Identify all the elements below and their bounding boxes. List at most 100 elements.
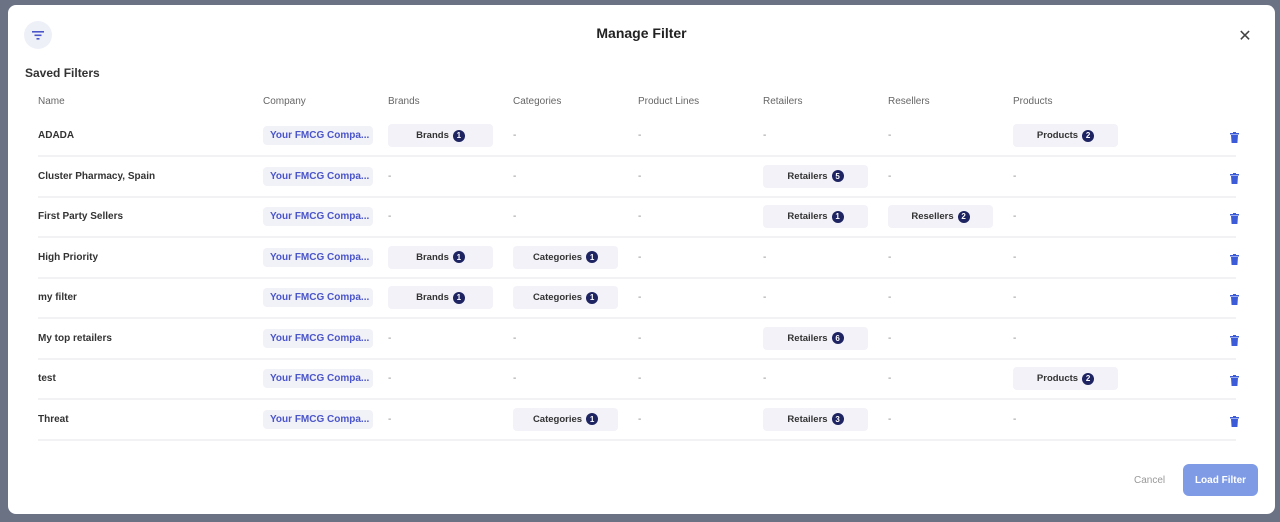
empty-value: - [638,332,642,344]
empty-value: - [638,170,642,182]
empty-value: - [763,292,767,303]
delete-icon[interactable] [1230,252,1239,270]
empty-value: - [388,332,392,344]
chip-label: Resellers [911,211,954,222]
empty-value: - [1013,413,1017,425]
company-badge: Your FMCG Compa... [263,126,373,145]
filter-name: Threat [38,413,69,425]
column-header: Products [1013,96,1053,107]
empty-value: - [888,170,892,182]
empty-value: - [513,373,517,384]
empty-value: - [888,292,892,303]
empty-value: - [638,251,642,263]
empty-value: - [638,211,642,222]
empty-value: - [638,130,642,141]
delete-icon[interactable] [1230,373,1239,391]
empty-value: - [888,373,892,384]
column-header: Retailers [763,96,803,107]
company-badge: Your FMCG Compa... [263,328,373,348]
filter-name: High Priority [38,251,99,263]
empty-value: - [513,332,517,344]
column-header: Categories [513,96,562,107]
count-badge: 1 [452,129,465,142]
chip-label: Brands [416,251,449,263]
chip-label: Categories [532,413,583,425]
chip-label: Products [1036,373,1079,384]
empty-value: - [638,413,642,425]
empty-value: - [888,251,892,263]
empty-value: - [763,373,767,384]
close-icon[interactable]: ✕ [1238,28,1252,45]
count-badge: 1 [586,291,599,304]
load-filter-button[interactable]: Load Filter [1183,464,1258,496]
filter-name: my filter [38,292,77,303]
filter-name: test [38,373,56,384]
empty-value: - [1013,332,1017,344]
filter-name: First Party Sellers [38,211,124,222]
empty-value: - [1013,292,1017,303]
column-header: Resellers [888,96,930,107]
delete-icon[interactable] [1230,414,1239,432]
filter-name: Cluster Pharmacy, Spain [38,170,156,182]
empty-value: - [513,130,517,141]
delete-icon[interactable] [1230,130,1239,148]
delete-icon[interactable] [1230,211,1239,229]
count-badge: 5 [831,170,844,182]
table-row[interactable]: My top retailers Your FMCG Compa... - - - Ret… [38,319,1239,360]
delete-icon[interactable] [1230,171,1239,189]
empty-value: - [638,373,642,384]
delete-icon[interactable] [1230,333,1239,351]
table-row[interactable]: Cluster Pharmacy, Spain Your FMCG Compa..… [38,157,1239,198]
cancel-button[interactable]: Cancel [1134,475,1166,486]
company-badge: Your FMCG Compa... [263,207,373,226]
modal-title: Manage Filter [596,25,687,41]
count-badge: 1 [586,413,599,425]
company-badge: Your FMCG Compa... [263,247,373,267]
empty-value: - [388,373,392,384]
count-badge: 2 [1082,129,1095,142]
column-header: Name [38,96,65,107]
count-badge: 3 [831,413,844,425]
filter-icon [24,21,52,49]
column-header: Product Lines [638,96,700,107]
delete-icon[interactable] [1230,292,1239,310]
count-badge: 2 [957,210,970,223]
empty-value: - [638,292,642,303]
manage-filter-modal: Manage Filter ✕ Saved Filters Name Compan… [8,5,1275,514]
chip-label: Categories [532,251,583,263]
count-badge: 1 [831,210,844,223]
section-title: Saved Filters [25,66,100,80]
empty-value: - [888,413,892,425]
filter-name: My top retailers [38,332,112,344]
count-badge: 1 [452,291,465,304]
chip-label: Categories [532,292,583,303]
column-header: Company [263,96,306,107]
empty-value: - [513,170,517,182]
empty-value: - [763,251,767,263]
column-header: Brands [388,96,420,107]
company-badge: Your FMCG Compa... [263,166,373,186]
company-badge: Your FMCG Compa... [263,288,373,307]
empty-value: - [1013,211,1017,222]
count-badge: 1 [586,251,599,263]
chip-label: Retailers [787,332,828,344]
